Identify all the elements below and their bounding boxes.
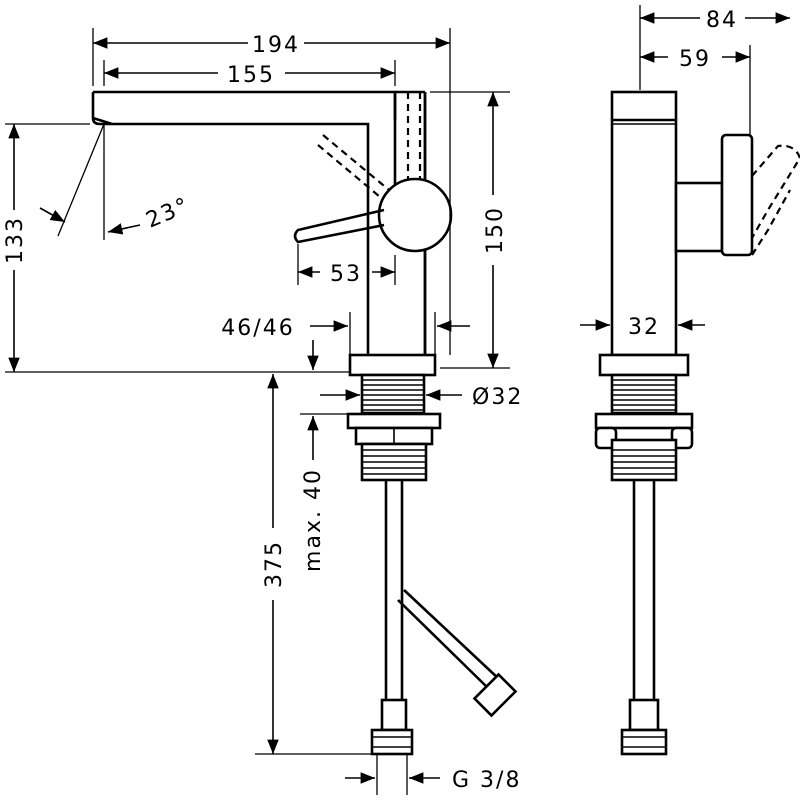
lever-handle	[293, 208, 385, 244]
dim-150-label: 150	[483, 206, 508, 254]
dim-angle-label: 23°	[143, 193, 194, 234]
dim-46-46: 46/46	[221, 312, 470, 355]
dim-84-label: 84	[706, 8, 738, 33]
dim-32-side-label: 32	[628, 315, 660, 340]
threaded-shank	[360, 373, 426, 415]
dim-32-side: 32	[580, 315, 705, 340]
side-handle-stem	[674, 181, 724, 253]
side-handle-knob	[720, 133, 754, 257]
handle-knob	[377, 177, 453, 253]
dim-375: 375	[255, 374, 372, 755]
side-threaded-shank	[610, 373, 678, 415]
dim-shank-diameter: Ø32	[320, 385, 523, 410]
dim-46-46-label: 46/46	[221, 316, 294, 341]
dim-84: 84	[639, 5, 790, 90]
base-plate	[348, 353, 437, 377]
dim-g-3-8: G 3/8	[345, 755, 521, 795]
dim-155: 155	[103, 60, 396, 88]
side-mounting-nut	[594, 412, 694, 482]
side-base-plate	[598, 353, 690, 377]
front-view: 194 155 133 23°	[3, 28, 523, 795]
spout-tip	[92, 116, 113, 126]
dim-375-label: 375	[262, 540, 287, 588]
dim-53: 53	[297, 244, 396, 287]
dim-shank-diameter-label: Ø32	[472, 385, 523, 410]
supply-hoses	[370, 480, 518, 756]
dim-59: 59	[640, 45, 751, 135]
dim-194-label: 194	[252, 33, 300, 58]
side-lever-dashed	[751, 144, 800, 256]
dim-max-40: max. 40	[300, 340, 350, 572]
lever-dashed-angled	[317, 134, 396, 208]
side-view: 84 59 32	[580, 5, 800, 756]
dim-53-label: 53	[330, 262, 362, 287]
dim-max-40-label: max. 40	[301, 468, 326, 572]
dim-g-3-8-label: G 3/8	[452, 768, 521, 793]
mounting-nut	[346, 412, 442, 482]
dim-angle: 23°	[39, 123, 194, 240]
dim-150: 150	[430, 91, 510, 369]
dim-133-label: 133	[3, 216, 28, 264]
side-body	[610, 90, 678, 357]
dim-194: 194	[92, 28, 451, 355]
dim-155-label: 155	[227, 63, 275, 88]
dim-59-label: 59	[679, 47, 711, 72]
dim-133: 133	[3, 123, 90, 372]
side-supply-hoses	[620, 480, 668, 756]
